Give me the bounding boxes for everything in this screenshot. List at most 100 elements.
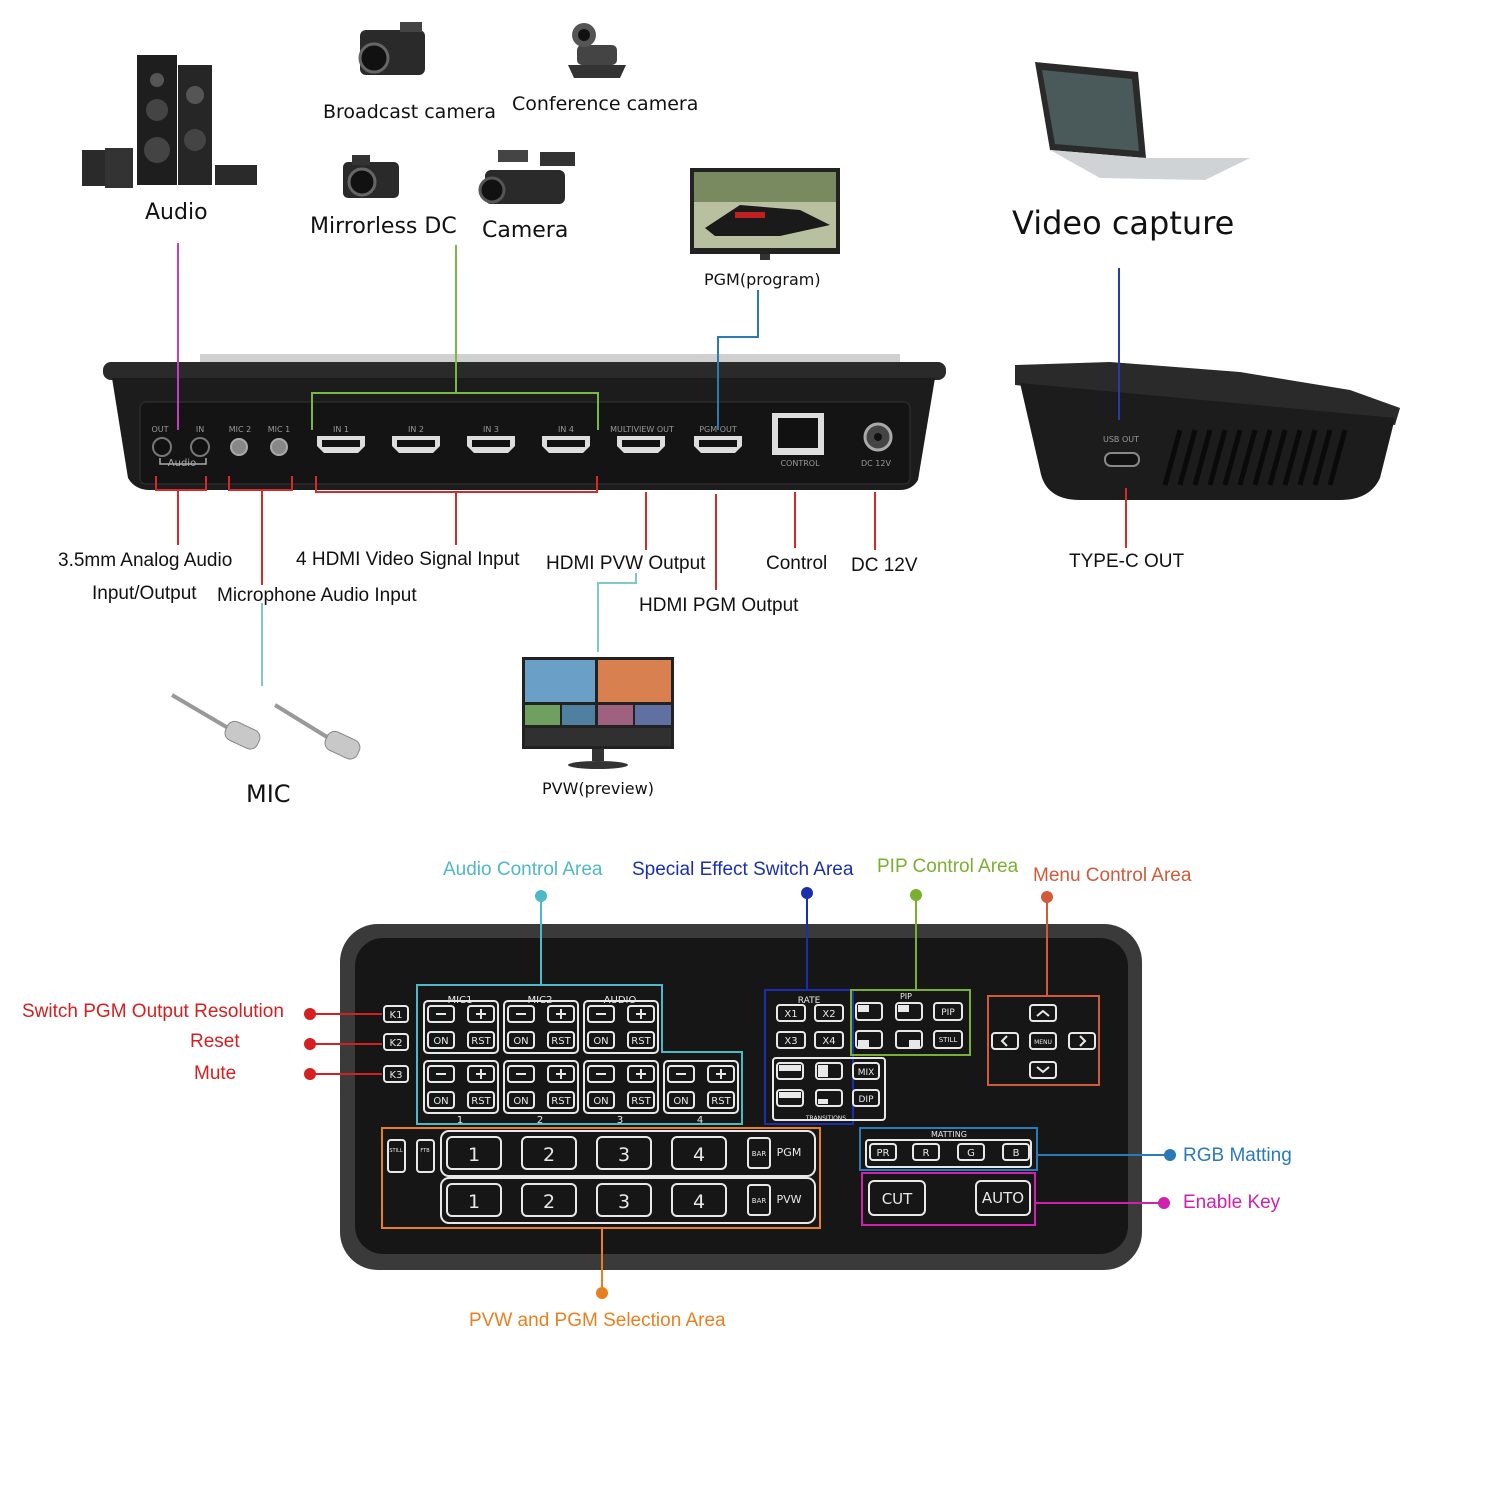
pgm-bar-button[interactable] xyxy=(747,1137,771,1169)
analog-audio-label-1: 3.5mm Analog Audio xyxy=(58,550,233,571)
volume-up-button-r2-1[interactable] xyxy=(467,1065,495,1083)
menu-left-button[interactable] xyxy=(991,1032,1019,1050)
rate-x4-label: X4 xyxy=(822,1036,835,1047)
rate-x1-button[interactable] xyxy=(776,1004,806,1022)
matting-g-button[interactable] xyxy=(957,1143,985,1161)
audio-channel-group xyxy=(663,1060,739,1114)
on-button-r2-3[interactable] xyxy=(587,1091,615,1109)
pvw-monitor-icon xyxy=(522,657,674,769)
ftb-button[interactable] xyxy=(416,1139,435,1173)
mic-label: MIC xyxy=(246,780,291,808)
on-button-label: ON xyxy=(593,1036,608,1047)
mix-button[interactable] xyxy=(852,1062,880,1080)
volume-up-button-r2-4[interactable] xyxy=(707,1065,735,1083)
auto-button[interactable] xyxy=(975,1180,1031,1216)
matting-pr-button[interactable] xyxy=(869,1143,897,1161)
rst-button-r2-3[interactable] xyxy=(627,1091,655,1109)
pip-position-1-button[interactable] xyxy=(855,1002,883,1021)
on-button-r1-3[interactable] xyxy=(587,1031,615,1049)
volume-down-button-r2-1[interactable] xyxy=(427,1065,455,1083)
on-button-r2-1[interactable] xyxy=(427,1091,455,1109)
analog-audio-label-2: Input/Output xyxy=(92,583,197,604)
matting-b-button[interactable] xyxy=(1002,1143,1030,1161)
volume-up-button-r2-2[interactable] xyxy=(547,1065,575,1083)
pvw-input-1-button[interactable] xyxy=(446,1183,502,1217)
pip-button[interactable] xyxy=(933,1002,963,1021)
wipe-down-button[interactable] xyxy=(776,1089,804,1107)
volume-down-button-r1-3[interactable] xyxy=(587,1005,615,1023)
volume-down-button-r2-2[interactable] xyxy=(507,1065,535,1083)
volume-down-button-r2-4[interactable] xyxy=(667,1065,695,1083)
audio-control-area-label: Audio Control Area xyxy=(443,859,603,880)
special-effect-area-label: Special Effect Switch Area xyxy=(632,859,854,880)
cut-button[interactable] xyxy=(868,1180,926,1216)
rate-x4-button[interactable] xyxy=(814,1031,844,1049)
pgm-input-4-button[interactable] xyxy=(671,1136,727,1170)
still-button-label: STILL xyxy=(939,1036,958,1044)
pip-group-label: PIP xyxy=(900,992,912,1001)
rate-x1-label: X1 xyxy=(784,1009,797,1020)
on-button-r1-2[interactable] xyxy=(507,1031,535,1049)
rst-button-r2-2[interactable] xyxy=(547,1091,575,1109)
volume-up-button-r1-3[interactable] xyxy=(627,1005,655,1023)
matting-group xyxy=(865,1139,1032,1168)
chevron-right-icon xyxy=(1079,1035,1087,1047)
volume-down-button-r1-2[interactable] xyxy=(507,1005,535,1023)
on-button-r2-2[interactable] xyxy=(507,1091,535,1109)
matting-r-button[interactable] xyxy=(912,1143,940,1161)
volume-up-button-r2-3[interactable] xyxy=(627,1065,655,1083)
pvw-bar-button[interactable] xyxy=(747,1184,771,1216)
on-button-r1-1[interactable] xyxy=(427,1031,455,1049)
menu-right-button[interactable] xyxy=(1068,1032,1096,1050)
rst-button-label: RST xyxy=(711,1096,731,1107)
rst-button-r1-1[interactable] xyxy=(467,1031,495,1049)
matting-pr-label: PR xyxy=(877,1148,890,1159)
pgm-input-1-button[interactable] xyxy=(446,1136,502,1170)
broadcast-camera-icon xyxy=(358,22,425,75)
hdmi-input-label: 4 HDMI Video Signal Input xyxy=(296,549,520,570)
wipe-up-button[interactable] xyxy=(776,1062,804,1080)
rst-button-label: RST xyxy=(631,1096,651,1107)
volume-up-button-r1-1[interactable] xyxy=(467,1005,495,1023)
k3-button[interactable] xyxy=(383,1065,409,1083)
dip-button[interactable] xyxy=(852,1089,880,1107)
volume-down-button-r2-3[interactable] xyxy=(587,1065,615,1083)
pgm-input-3-button[interactable] xyxy=(596,1136,652,1170)
pgm-bus-label: PGM xyxy=(777,1146,802,1159)
menu-up-button[interactable] xyxy=(1029,1004,1057,1022)
mirrorless-camera-icon xyxy=(343,155,399,198)
pgm-input-2-button[interactable] xyxy=(521,1136,577,1170)
rst-button-r1-2[interactable] xyxy=(547,1031,575,1049)
rst-button-r2-4[interactable] xyxy=(707,1091,735,1109)
menu-button[interactable] xyxy=(1029,1032,1057,1050)
on-button-r2-4[interactable] xyxy=(667,1091,695,1109)
wipe-side-button[interactable] xyxy=(815,1062,843,1080)
rst-button-r2-1[interactable] xyxy=(467,1091,495,1109)
volume-up-button-r1-2[interactable] xyxy=(547,1005,575,1023)
pvw-input-4-button[interactable] xyxy=(671,1183,727,1217)
pvw-input-3-button[interactable] xyxy=(596,1183,652,1217)
pip-position-4-button[interactable] xyxy=(895,1030,923,1049)
k2-button[interactable] xyxy=(383,1033,409,1051)
menu-control-area-label: Menu Control Area xyxy=(1033,865,1192,886)
pvw-input-2-label: 2 xyxy=(543,1191,555,1213)
still-button[interactable] xyxy=(933,1030,963,1049)
rate-x2-label: X2 xyxy=(822,1009,835,1020)
still-side-button[interactable] xyxy=(387,1139,406,1173)
k1-button[interactable] xyxy=(383,1005,409,1023)
wipe-corner-button[interactable] xyxy=(815,1089,843,1107)
k1-label: K1 xyxy=(390,1010,403,1021)
pvw-input-2-button[interactable] xyxy=(521,1183,577,1217)
hdmi-pgm-output-label: HDMI PGM Output xyxy=(639,595,799,616)
rate-x3-button[interactable] xyxy=(776,1031,806,1049)
transitions-label: TRANSITIONS xyxy=(805,1115,846,1122)
on-button-label: ON xyxy=(593,1096,608,1107)
rate-x2-button[interactable] xyxy=(814,1004,844,1022)
rst-button-r1-3[interactable] xyxy=(627,1031,655,1049)
pip-position-2-button[interactable] xyxy=(895,1002,923,1021)
pgm-input-2-label: 2 xyxy=(543,1144,555,1166)
pip-position-3-button[interactable] xyxy=(855,1030,883,1049)
menu-down-button[interactable] xyxy=(1029,1061,1057,1079)
pvw-input-3-label: 3 xyxy=(618,1191,630,1213)
volume-down-button-r1-1[interactable] xyxy=(427,1005,455,1023)
